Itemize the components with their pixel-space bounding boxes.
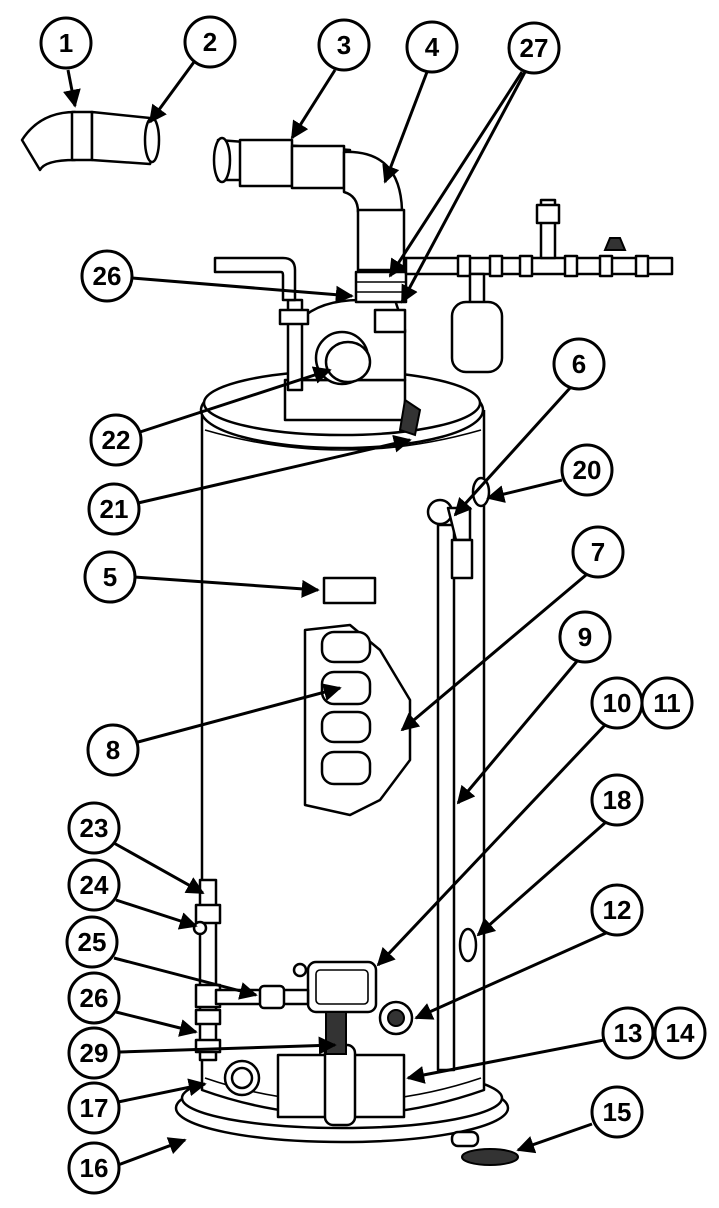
callout-label: 4 <box>425 32 440 62</box>
callout-23: 23 <box>67 801 121 855</box>
leader-24 <box>115 898 198 930</box>
callout-14: 14 <box>653 1006 707 1060</box>
callout-3: 3 <box>317 18 371 72</box>
leader-9 <box>456 659 580 805</box>
leader-12 <box>414 931 607 1020</box>
leader-26a <box>131 276 354 304</box>
leader-2 <box>148 61 196 124</box>
callout-label: 24 <box>80 870 109 900</box>
callout-25: 25 <box>65 915 119 969</box>
callout-2: 2 <box>183 15 237 69</box>
termination-elbow <box>20 110 161 172</box>
leader-21 <box>137 434 412 505</box>
leader-10 <box>376 723 607 967</box>
power-vent-blower <box>213 256 422 437</box>
callout-label: 29 <box>80 1038 109 1068</box>
callout-13: 13 <box>601 1006 655 1060</box>
drain-valve <box>378 1000 414 1036</box>
callout-17: 17 <box>67 1081 121 1135</box>
callout-27: 27 <box>507 21 561 75</box>
leader-lines <box>63 61 607 1167</box>
callout-label: 9 <box>578 622 592 652</box>
thermostat-well <box>458 927 478 963</box>
callout-label: 2 <box>203 27 217 57</box>
callout-8: 8 <box>86 723 140 777</box>
gas-supply-piping <box>192 878 310 1062</box>
callout-5: 5 <box>83 550 137 604</box>
callout-label: 12 <box>603 895 632 925</box>
leader-27b <box>400 71 527 304</box>
callout-7: 7 <box>571 525 625 579</box>
callout-label: 18 <box>603 785 632 815</box>
leader-7 <box>400 573 587 732</box>
leader-15 <box>516 1122 593 1154</box>
leader-26b <box>115 1010 198 1037</box>
callouts: 1 2 3 4 27 26 6 20 22 21 5 7 9 10 11 8 1… <box>39 15 707 1195</box>
callout-label: 17 <box>80 1093 109 1123</box>
callout-16: 16 <box>67 1141 121 1195</box>
callout-label: 20 <box>573 455 602 485</box>
leader-16 <box>117 1137 187 1167</box>
callout-12: 12 <box>590 883 644 937</box>
callout-label: 11 <box>653 688 681 718</box>
callout-10: 10 <box>590 676 644 730</box>
callout-label: 15 <box>603 1097 632 1127</box>
leader-6 <box>453 386 572 517</box>
inspection-window <box>303 623 412 817</box>
drain-pan-fitting <box>450 1130 519 1166</box>
callout-26-top: 26 <box>80 249 134 303</box>
callout-label: 21 <box>100 494 129 524</box>
leader-27a <box>388 71 524 278</box>
callout-label: 8 <box>106 735 120 765</box>
vent-piping <box>212 136 408 304</box>
callout-label: 22 <box>102 425 131 455</box>
leader-3 <box>290 69 337 140</box>
callout-20: 20 <box>560 443 614 497</box>
callout-label: 23 <box>80 813 109 843</box>
callout-label: 1 <box>59 28 73 58</box>
rating-plate <box>322 576 377 605</box>
callout-4: 4 <box>405 20 459 74</box>
viewport <box>223 1059 261 1097</box>
callout-22: 22 <box>89 413 143 467</box>
callout-label: 26 <box>80 983 109 1013</box>
callout-label: 5 <box>103 562 117 592</box>
leader-1 <box>63 69 81 108</box>
leader-25 <box>113 956 258 1000</box>
callout-29: 29 <box>67 1026 121 1080</box>
callout-label: 25 <box>78 927 107 957</box>
leader-23 <box>111 840 205 895</box>
callout-label: 6 <box>572 349 586 379</box>
callout-label: 10 <box>603 688 632 718</box>
callout-label: 26 <box>93 261 122 291</box>
relief-valve-discharge-pipe <box>426 476 491 1072</box>
burner-tube <box>323 1043 357 1127</box>
callout-label: 7 <box>591 537 605 567</box>
leader-8 <box>137 683 342 744</box>
callout-18: 18 <box>590 773 644 827</box>
leader-18 <box>476 820 607 937</box>
callout-24: 24 <box>67 858 121 912</box>
callout-label: 14 <box>666 1018 695 1048</box>
callout-label: 16 <box>80 1153 109 1183</box>
leader-4 <box>382 71 429 184</box>
leader-17 <box>117 1078 207 1104</box>
leader-29 <box>119 1036 337 1055</box>
callout-15: 15 <box>590 1085 644 1139</box>
callout-26-bottom: 26 <box>67 971 121 1025</box>
leader-22 <box>139 366 332 434</box>
callout-11: 11 <box>640 676 694 730</box>
leader-5 <box>133 575 320 598</box>
leader-13 <box>406 1038 605 1084</box>
callout-9: 9 <box>558 610 612 664</box>
callout-1: 1 <box>39 16 93 70</box>
callout-6: 6 <box>552 337 606 391</box>
callout-label: 27 <box>520 33 549 63</box>
leader-20 <box>486 478 563 503</box>
callout-21: 21 <box>87 482 141 536</box>
water-piping <box>404 198 674 374</box>
callout-label: 13 <box>614 1018 643 1048</box>
callout-label: 3 <box>337 30 351 60</box>
